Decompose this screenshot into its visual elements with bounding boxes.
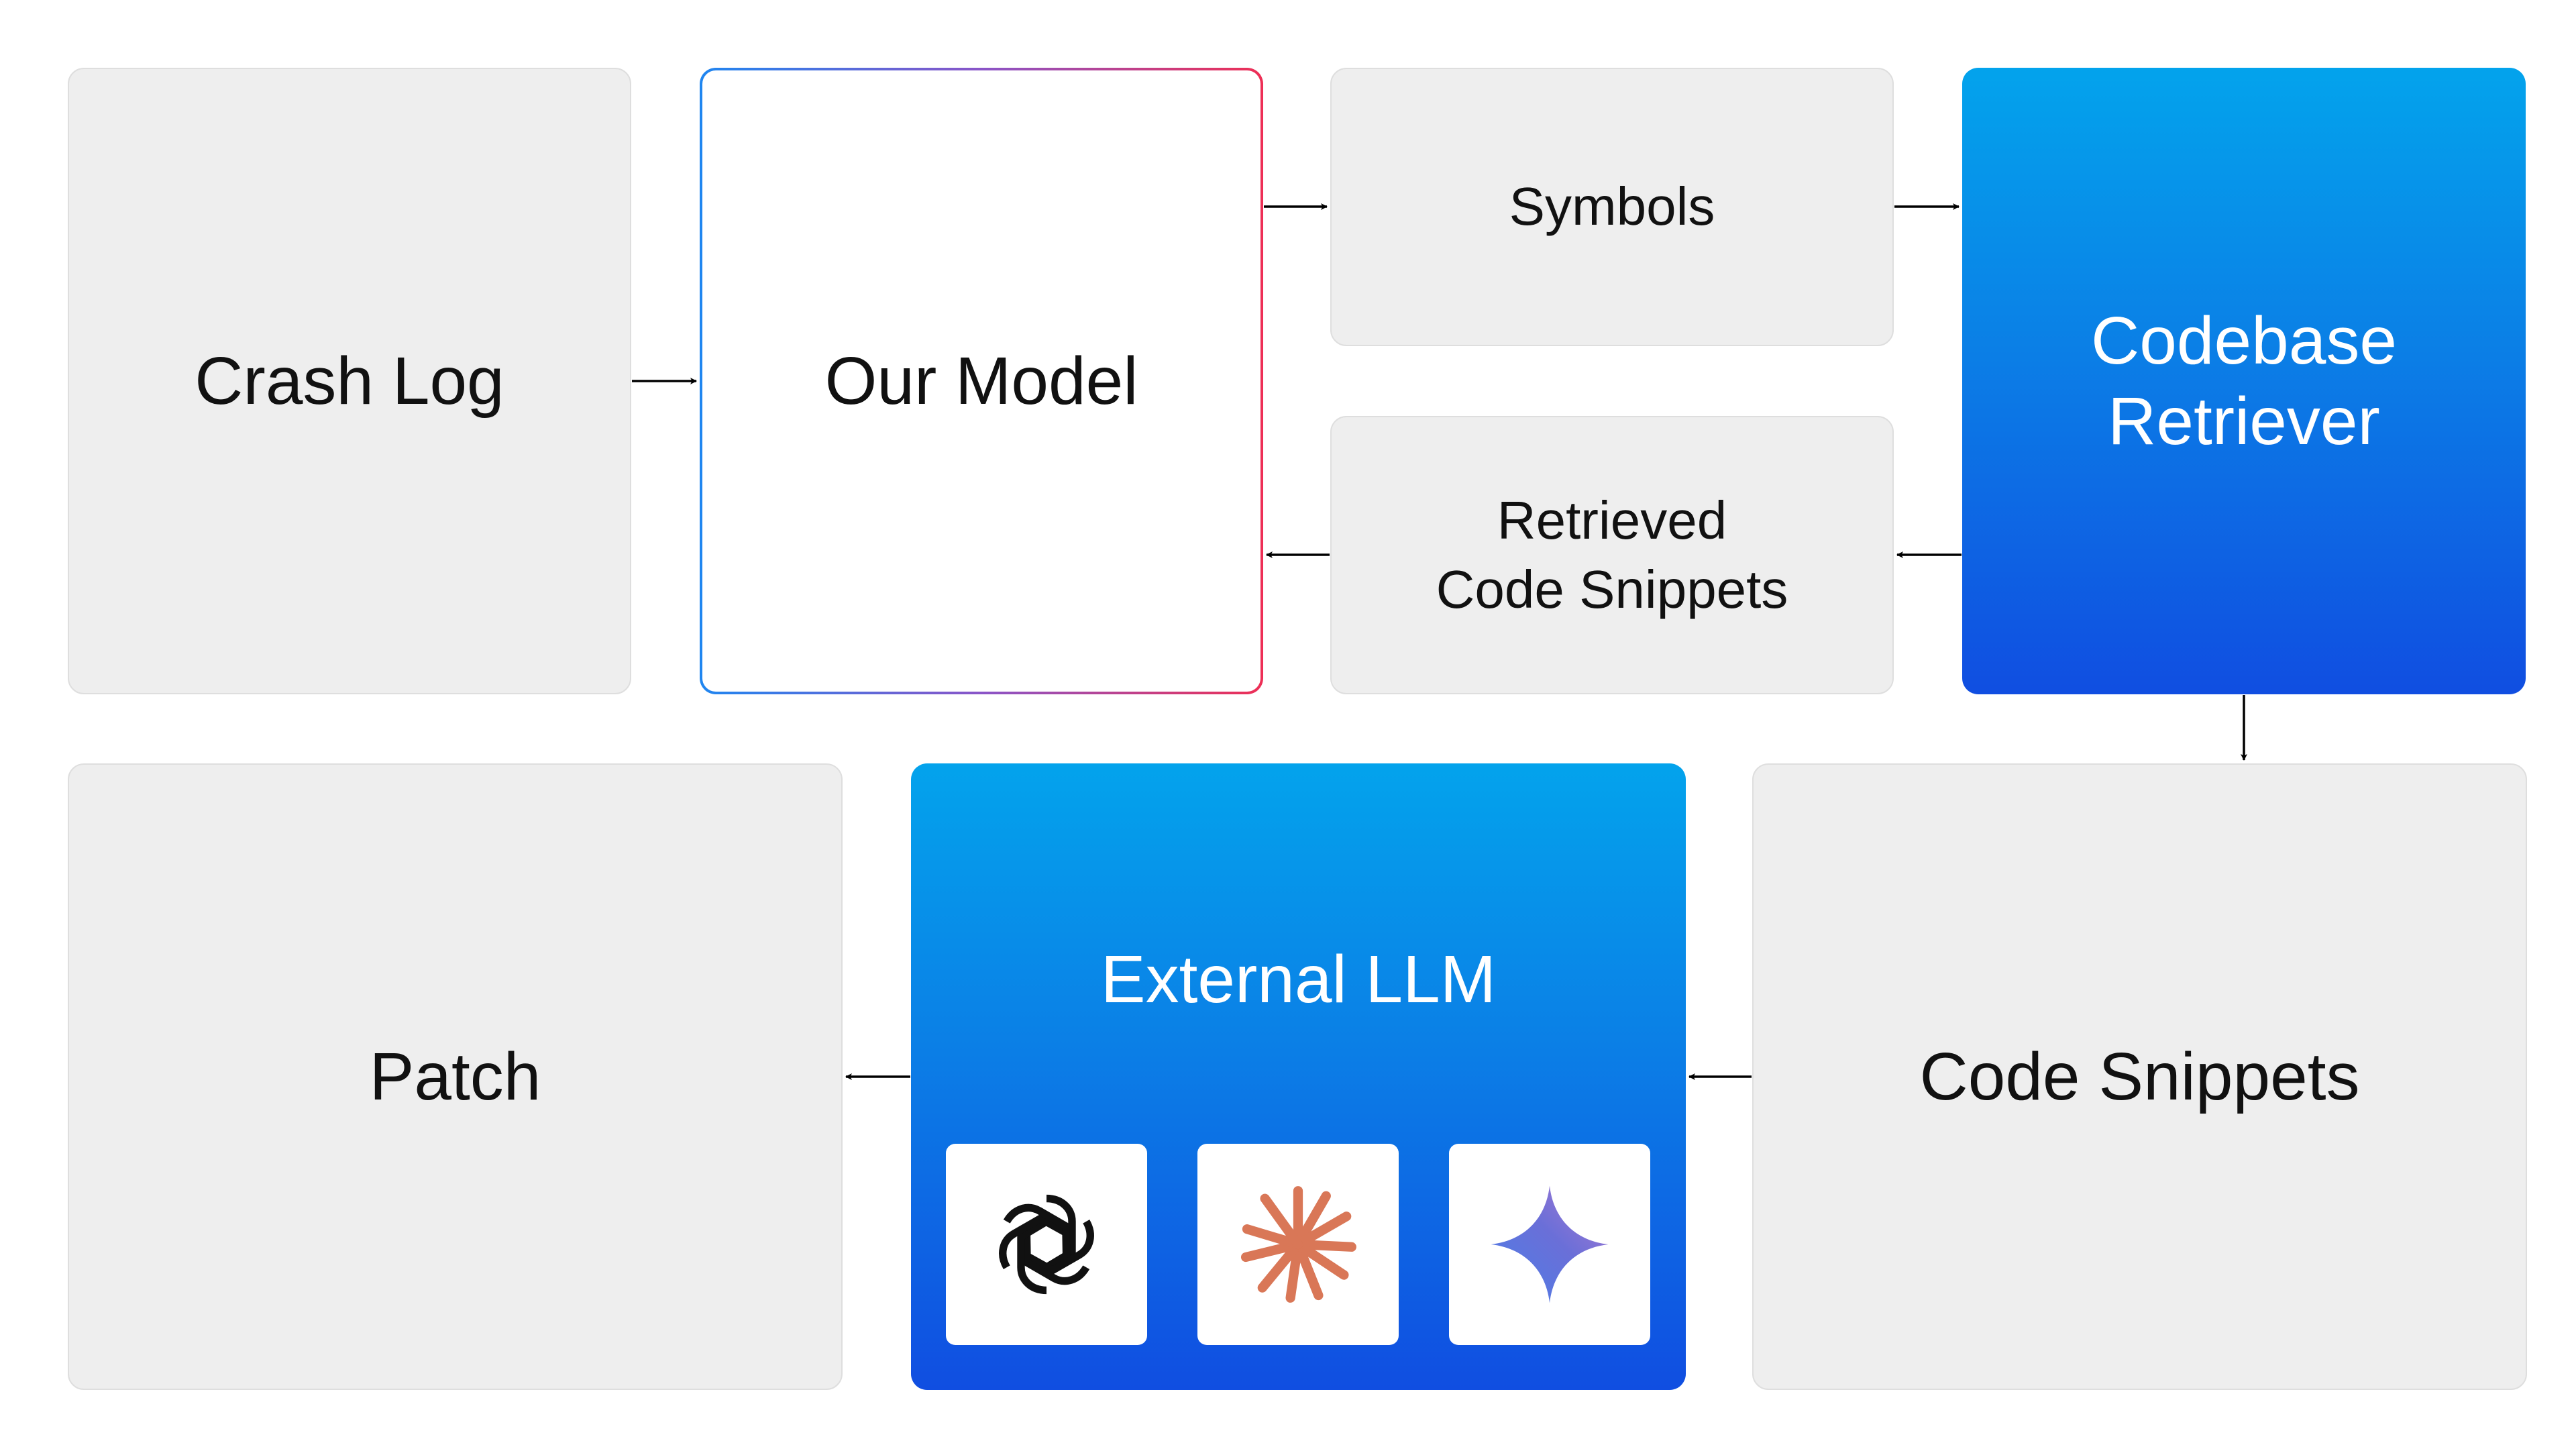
anthropic-claude-logo-icon xyxy=(1240,1186,1356,1303)
code-snippets-label: Code Snippets xyxy=(1919,1039,2360,1114)
symbols-label: Symbols xyxy=(1509,176,1715,237)
code-snippets-node: Code Snippets xyxy=(1752,763,2527,1390)
codebase-retriever-label: Codebase Retriever xyxy=(2091,303,2397,459)
codebase-retriever-node: Codebase Retriever xyxy=(1962,68,2526,694)
patch-label: Patch xyxy=(369,1039,541,1114)
crash-log-label: Crash Log xyxy=(195,343,504,419)
patch-node: Patch xyxy=(68,763,843,1390)
gemini-logo-tile xyxy=(1449,1144,1650,1345)
external-llm-label: External LLM xyxy=(1100,942,1497,1017)
crash-log-node: Crash Log xyxy=(68,68,631,694)
openai-logo-tile xyxy=(946,1144,1147,1345)
symbols-node: Symbols xyxy=(1330,68,1894,346)
retrieved-code-snippets-label: Retrieved Code Snippets xyxy=(1436,490,1788,619)
external-llm-node: External LLM xyxy=(911,763,1686,1390)
google-gemini-logo-icon xyxy=(1491,1185,1609,1303)
our-model-inner: Our Model xyxy=(702,70,1260,692)
our-model-label: Our Model xyxy=(824,343,1138,419)
openai-logo-icon xyxy=(983,1194,1110,1308)
our-model-node: Our Model xyxy=(700,68,1263,694)
retrieved-code-snippets-node: Retrieved Code Snippets xyxy=(1330,416,1894,694)
claude-logo-tile xyxy=(1197,1144,1399,1345)
